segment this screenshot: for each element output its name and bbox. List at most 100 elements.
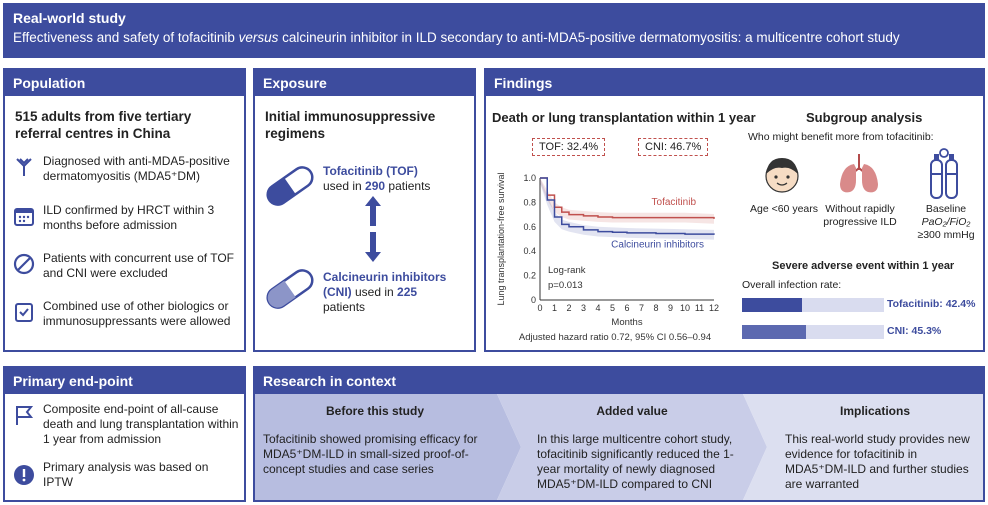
population-title: Population [5,70,244,96]
cni-capsule-icon [266,269,314,309]
tof-capsule-icon [266,166,314,206]
x-tick-label: 8 [653,303,658,313]
y-tick-label: 0.6 [523,222,536,232]
tof-count: 290 [365,179,386,193]
endpoint-item-1: Composite end-point of all-cause death a… [43,402,239,446]
population-headline: 515 adults from five tertiary referral c… [15,109,192,141]
km-title: Death or lung transplantation within 1 y… [492,110,756,125]
ae-subtitle: Overall infection rate: [742,279,842,291]
flag-icon [16,406,34,425]
findings-title: Findings [486,70,983,96]
antibody-icon [16,158,32,176]
context-title: Research in context [255,368,983,394]
cni-post: patients [323,300,366,314]
title-part-b: calcineurin inhibitor in ILD secondary t… [278,30,900,45]
x-axis-title: Months [611,317,642,328]
x-tick-label: 9 [668,303,673,313]
exposure-title: Exposure [255,70,474,96]
tof-post: patients [385,179,431,193]
prohibited-icon [13,253,35,275]
exposure-panel: Exposure Initial immunosuppressive regim… [253,68,476,352]
cni-series-label: Calcineurin inhibitors [611,240,704,251]
x-tick-label: 10 [680,303,690,313]
x-tick-label: 4 [595,303,600,313]
clipboard-check-icon [15,303,33,322]
x-tick-label: 6 [624,303,629,313]
tof-series-label: Tofacitinib [652,197,697,208]
cni-rate-box: CNI: 46.7% [638,138,709,156]
ae-cni-label: CNI: 45.3% [887,325,942,337]
ae-tof-bar-track [742,298,884,312]
ae-tof-bar-fill [742,298,803,312]
logrank-label: Log-rank [548,265,586,276]
subgroup-no-rpild: Without rapidly progressive ILD [823,203,897,228]
x-tick-label: 0 [537,303,542,313]
baseline-value: ≥300 mmHg [917,229,975,241]
x-tick-label: 1 [552,303,557,313]
ae-cni-bar-fill [742,325,807,339]
exposure-headline: Initial immunosuppressive regimens [265,109,436,141]
km-line-tof [540,177,715,219]
title-versus: versus [238,30,279,45]
endpoint-item-2: Primary analysis was based on IPTW [43,460,209,489]
cni-usage: (CNI) used in 225 [323,285,473,300]
findings-panel: Findings Death or lung transplantation w… [484,68,985,352]
x-tick-label: 7 [639,303,644,313]
baseline-label: Baseline [925,203,967,215]
km-line-cni [540,177,715,235]
y-tick-label: 0.4 [523,246,536,256]
alert-icon [14,465,34,485]
cni-pre: used in [351,285,398,299]
x-tick-label: 11 [695,303,704,313]
x-tick-label: 3 [581,303,586,313]
ae-title: Severe adverse event within 1 year [772,260,955,272]
tof-pre: used in [323,179,366,193]
x-tick-label: 5 [610,303,615,313]
population-item-3: Patients with concurrent use of TOF and … [43,251,234,280]
ci-band-tof [540,178,714,224]
context-body-3: This real-world study provides new evide… [785,432,970,491]
context-head-2: Added value [596,404,668,418]
x-tick-label: 12 [709,303,719,313]
endpoint-panel: Primary end-point Composite end-point of… [3,366,246,502]
y-axis-title: Lung transplantation-free survival [496,172,506,305]
header-title: Effectiveness and safety of tofacitinib … [13,27,975,49]
cni-count: 225 [397,285,418,299]
oxygen-tank-icon [930,148,958,199]
tof-usage: used in 290 patients [323,179,473,194]
p-value-label: p=0.013 [548,280,583,291]
y-tick-label: 0.2 [523,271,536,281]
context-panel: Research in context Before this study To… [253,366,985,502]
tof-rate-box: TOF: 32.4% [532,138,606,156]
lungs-icon [840,154,878,193]
y-tick-label: 0.8 [523,197,536,207]
population-item-1: Diagnosed with anti-MDA5-positive dermat… [43,154,230,183]
tof-info: Tofacitinib (TOF) used in 290 patients [323,164,473,194]
context-head-1: Before this study [325,404,424,418]
context-head-3: Implications [839,404,910,418]
y-tick-label: 1.0 [523,173,536,183]
population-item-4: Combined use of other biologics or immun… [43,299,231,328]
subgroup-baseline: Baseline PaO₂/FiO₂ ≥300 mmHg [910,203,982,242]
header-kicker: Real-world study [13,10,126,26]
y-tick-label: 0 [531,295,536,305]
subgroup-title: Subgroup analysis [806,110,923,125]
cni-info: Calcineurin inhibitors (CNI) used in 225… [323,270,473,315]
context-arrows [255,394,983,500]
cni-name: Calcineurin inhibitors [323,270,447,284]
up-arrow-icon [365,196,381,226]
context-body-2: In this large multicentre cohort study, … [537,432,734,491]
x-tick-label: 2 [566,303,571,313]
subgroup-age: Age <60 years [749,203,818,215]
endpoint-title: Primary end-point [5,368,244,394]
calendar-icon [14,208,34,226]
ae-cni-bar-track [742,325,884,339]
child-face-icon [765,158,799,193]
title-part-a: Effectiveness and safety of tofacitinib [13,30,239,45]
population-panel: Population 515 adults from five tertiary… [3,68,246,352]
context-body-1: Tofacitinib showed promising efficacy fo… [263,432,478,476]
population-item-2: ILD confirmed by HRCT within 3 months be… [43,203,215,232]
ae-tof-label: Tofacitinib: 42.4% [887,298,976,310]
baseline-ratio: PaO₂/FiO₂ [921,216,971,228]
